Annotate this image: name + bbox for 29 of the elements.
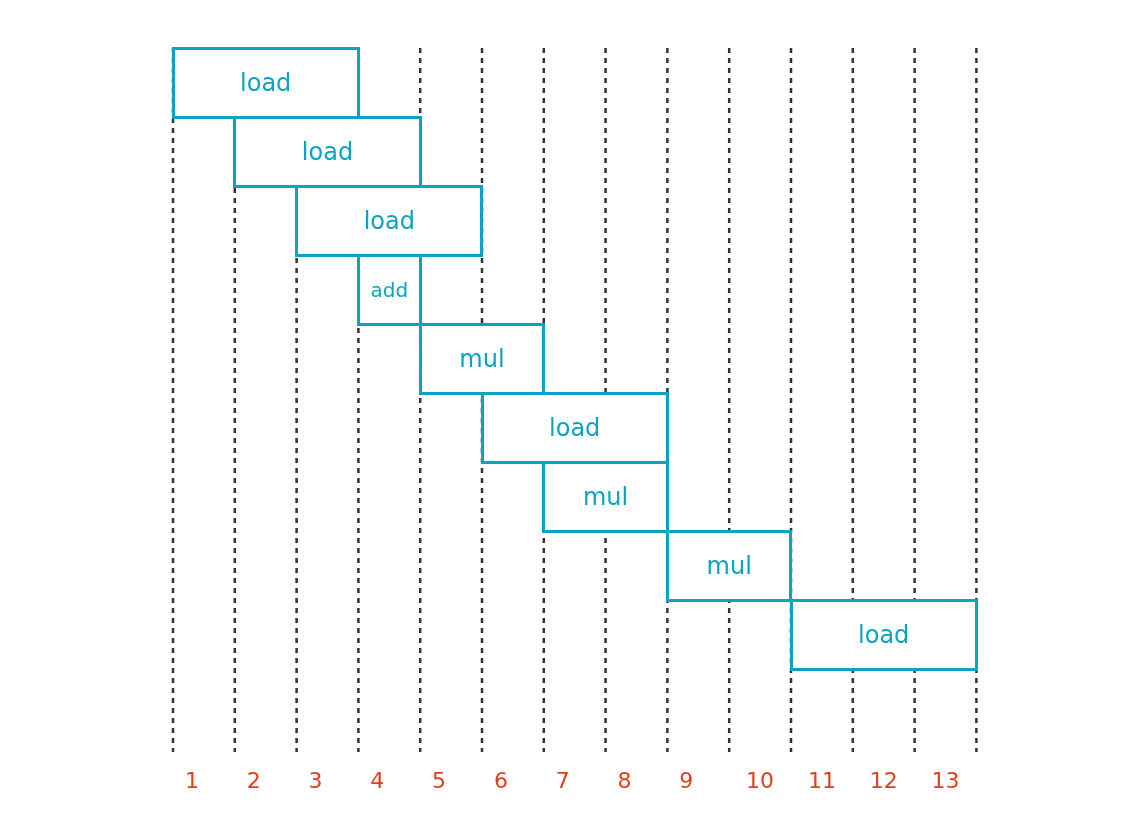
cycle-number: 7 [554,768,571,793]
instruction-box [171,46,360,119]
instruction-label: add [370,277,409,302]
cycle-number: 3 [307,768,324,793]
cycle-number: 2 [245,768,262,793]
cycle-number: 12 [868,768,899,793]
instruction-label: load [240,68,292,97]
instruction-box [233,115,422,188]
instruction-label: load [549,413,601,442]
instruction-label: load [363,206,415,235]
cycle-number: 6 [492,768,509,793]
instruction-box [665,529,793,602]
cycle-number: 1 [183,768,200,793]
instruction-label: mul [582,482,629,511]
cycle-number: 4 [369,768,386,793]
cycle-number: 10 [745,768,776,793]
instruction-box [418,322,546,395]
instruction-label: mul [459,344,505,373]
cycle-number: 9 [678,768,695,793]
cycle-number: 8 [616,768,633,793]
instruction-box [295,184,484,257]
instruction-box [789,598,978,671]
instruction-label: mul [706,551,752,580]
cycle-number: 13 [930,768,961,793]
instruction-box [480,391,669,464]
instruction-label: load [858,620,910,649]
instruction-label: load [301,137,354,166]
cycle-number: 11 [806,768,837,793]
cycle-number: 5 [431,768,448,793]
